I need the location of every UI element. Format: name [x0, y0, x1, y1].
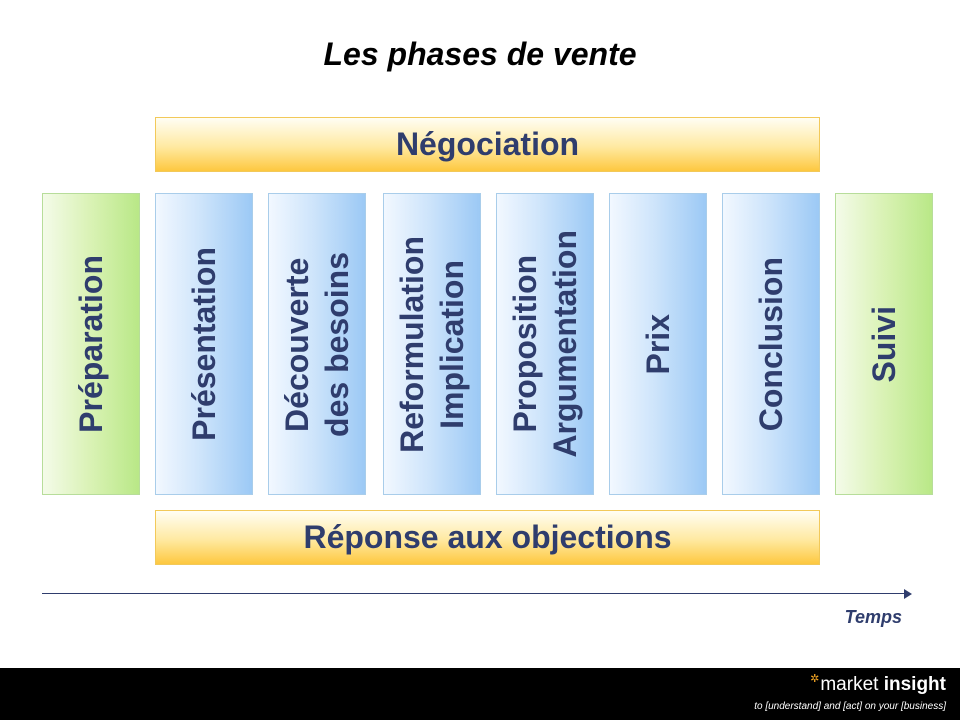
phase-label: Découverte — [279, 256, 315, 432]
phase-preparation: Préparation — [42, 193, 140, 495]
brand-word-insight: insight — [883, 674, 946, 695]
phase-label: Proposition — [507, 255, 543, 433]
footer-bar: ✲market insight to [understand] and [act… — [0, 668, 960, 720]
objections-band: Réponse aux objections — [155, 510, 820, 565]
phase-prix: Prix — [609, 193, 707, 495]
phase-proposition: Proposition Argumentation — [496, 193, 594, 495]
axis-label: Temps — [844, 607, 902, 627]
phase-label: Préparation — [73, 255, 109, 433]
phase-label: Prix — [640, 313, 676, 375]
brand-logo: ✲market insight — [810, 673, 946, 696]
phase-decouverte: Découverte des besoins — [268, 193, 366, 495]
phase-label: Conclusion — [753, 256, 789, 432]
phase-label: Reformulation — [394, 235, 430, 453]
phase-conclusion: Conclusion — [722, 193, 820, 495]
phase-label: Présentation — [186, 247, 222, 441]
phase-label: Implication — [434, 259, 470, 429]
negotiation-band: Négociation — [155, 117, 820, 172]
phase-label: des besoins — [319, 251, 355, 437]
axis-arrow-icon — [904, 589, 912, 599]
time-axis — [42, 593, 906, 594]
phase-suivi: Suivi — [835, 193, 933, 495]
phase-reformulation: Reformulation Implication — [383, 193, 481, 495]
slide-title: Les phases de vente — [323, 36, 637, 72]
brand-tagline: to [understand] and [act] on your [busin… — [754, 701, 946, 712]
phase-presentation: Présentation — [155, 193, 253, 495]
phase-label: Argumentation — [547, 230, 583, 458]
brand-word-market: market — [820, 674, 879, 695]
phase-label: Suivi — [866, 305, 902, 383]
sun-icon: ✲ — [810, 673, 820, 685]
